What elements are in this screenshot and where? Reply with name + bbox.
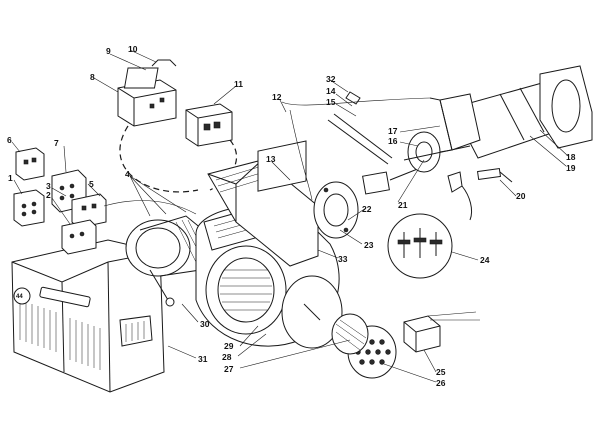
callout-32: 32 — [326, 74, 336, 84]
callout-9: 9 — [106, 46, 111, 56]
air-damper-20 — [476, 167, 513, 183]
callout-25: 25 — [436, 367, 446, 377]
callout-29: 29 — [224, 341, 234, 351]
callout-13: 13 — [266, 154, 276, 164]
callout-27: 27 — [224, 364, 234, 374]
electrode-assembly — [327, 91, 421, 195]
callout-19: 19 — [566, 163, 576, 173]
callout-23: 23 — [364, 240, 374, 250]
callout-3: 3 — [46, 181, 51, 191]
burner-body — [207, 140, 319, 267]
nozzle-holder — [403, 131, 473, 221]
callout-30: 30 — [200, 319, 210, 329]
callout-15: 15 — [326, 97, 336, 107]
ignition-transformer — [403, 311, 480, 353]
mounting-flange — [539, 65, 593, 149]
leader-lines — [11, 49, 569, 383]
callout-labels: 1 2 3 4 5 6 7 8 9 10 11 12 13 14 15 16 1… — [7, 44, 576, 388]
cable-13 — [289, 109, 313, 201]
callout-12: 12 — [272, 92, 282, 102]
callout-14: 14 — [326, 86, 336, 96]
terminal-block-1 — [13, 189, 45, 227]
cover-badge-text: 44 — [16, 294, 23, 300]
callout-28: 28 — [222, 352, 232, 362]
callout-18: 18 — [566, 152, 576, 162]
callout-10: 10 — [128, 44, 138, 54]
callout-24: 24 — [480, 255, 490, 265]
wiring-dashed-link — [119, 125, 199, 193]
cable-left — [103, 200, 197, 215]
relay-unit — [185, 103, 233, 147]
callout-11: 11 — [234, 79, 243, 89]
callout-6: 6 — [7, 135, 12, 145]
callout-17: 17 — [388, 126, 398, 136]
callout-20: 20 — [516, 191, 526, 201]
callout-31: 31 — [198, 354, 208, 364]
detail-circle-24 — [387, 213, 453, 279]
callout-5: 5 — [89, 179, 94, 189]
connector-5 — [71, 193, 107, 229]
mesh-screen — [331, 313, 369, 355]
flange-gasket — [313, 181, 359, 239]
callout-33: 33 — [338, 254, 348, 264]
callout-22: 22 — [362, 204, 372, 214]
terminal-block-6 — [15, 147, 45, 181]
callout-7: 7 — [54, 138, 59, 148]
callout-16: 16 — [388, 136, 398, 146]
callout-21: 21 — [398, 200, 408, 210]
burner-cover: 44 — [11, 239, 165, 393]
callout-1: 1 — [8, 173, 13, 183]
control-box — [117, 59, 177, 127]
callout-8: 8 — [90, 72, 95, 82]
connector-2 — [61, 219, 97, 255]
callout-26: 26 — [436, 378, 446, 388]
callout-4: 4 — [125, 169, 130, 179]
callout-2: 2 — [46, 190, 51, 200]
cable-12 — [281, 97, 431, 106]
